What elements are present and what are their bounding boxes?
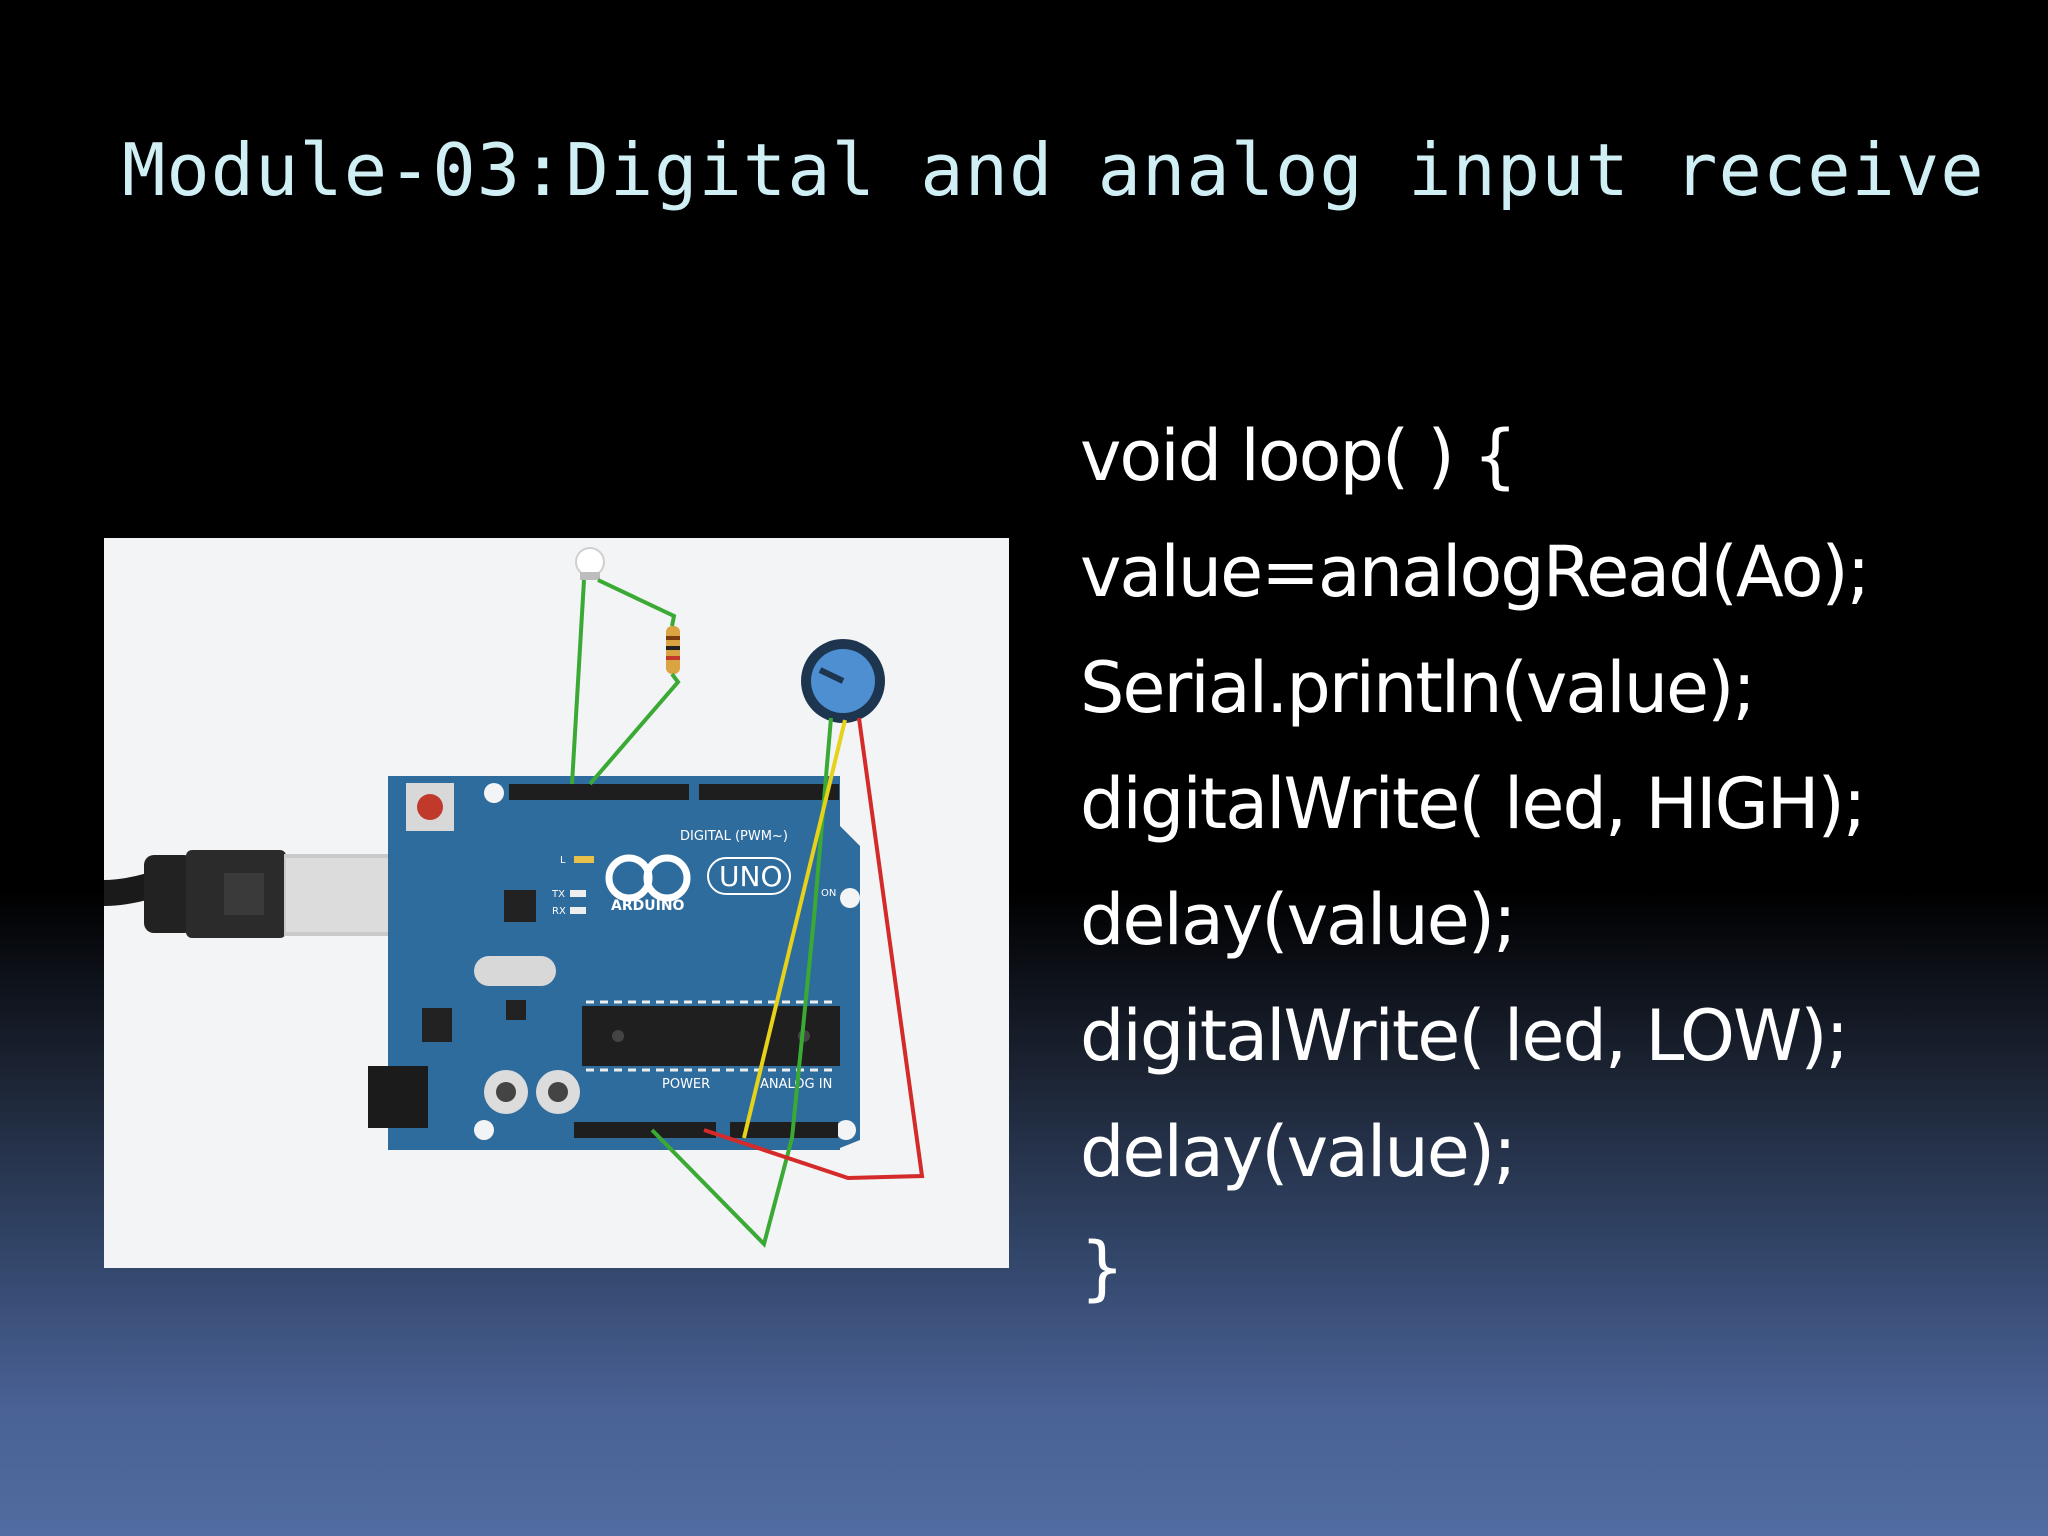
circuit-diagram: ARDUINO UNO DIGITAL (PWM~) POWER ANALOG … (104, 538, 1009, 1268)
led-icon (575, 547, 605, 580)
board-digital-label: DIGITAL (PWM~) (680, 829, 788, 844)
code-line: void loop( ) { (1080, 415, 1518, 497)
potentiometer-icon (801, 639, 885, 723)
usb-cable-icon (104, 850, 396, 938)
board-model-label: UNO (719, 860, 782, 893)
code-line: delay(value); (1080, 1111, 1517, 1193)
code-line: value=analogRead(Ao); (1080, 531, 1870, 613)
code-line: delay(value); (1080, 879, 1517, 961)
board-on-label: ON (821, 888, 836, 899)
code-line: digitalWrite( led, LOW); (1080, 995, 1849, 1077)
arduino-board-icon: ARDUINO UNO DIGITAL (PWM~) POWER ANALOG … (368, 776, 860, 1150)
code-line: digitalWrite( led, HIGH); (1080, 763, 1866, 845)
code-line: } (1080, 1227, 1125, 1309)
code-block: void loop( ) { value=analogRead(Ao); Ser… (1080, 398, 2020, 1326)
board-tx-label: TX (551, 889, 565, 900)
board-l-label: L (560, 855, 566, 866)
board-rx-label: RX (552, 906, 566, 917)
board-brand-label: ARDUINO (611, 898, 685, 914)
code-line: Serial.println(value); (1080, 647, 1756, 729)
wires (570, 578, 925, 1248)
resistor-icon (666, 626, 680, 674)
board-power-label: POWER (662, 1077, 710, 1092)
slide-title: Module-03:Digital and analog input recei… (122, 128, 1985, 212)
